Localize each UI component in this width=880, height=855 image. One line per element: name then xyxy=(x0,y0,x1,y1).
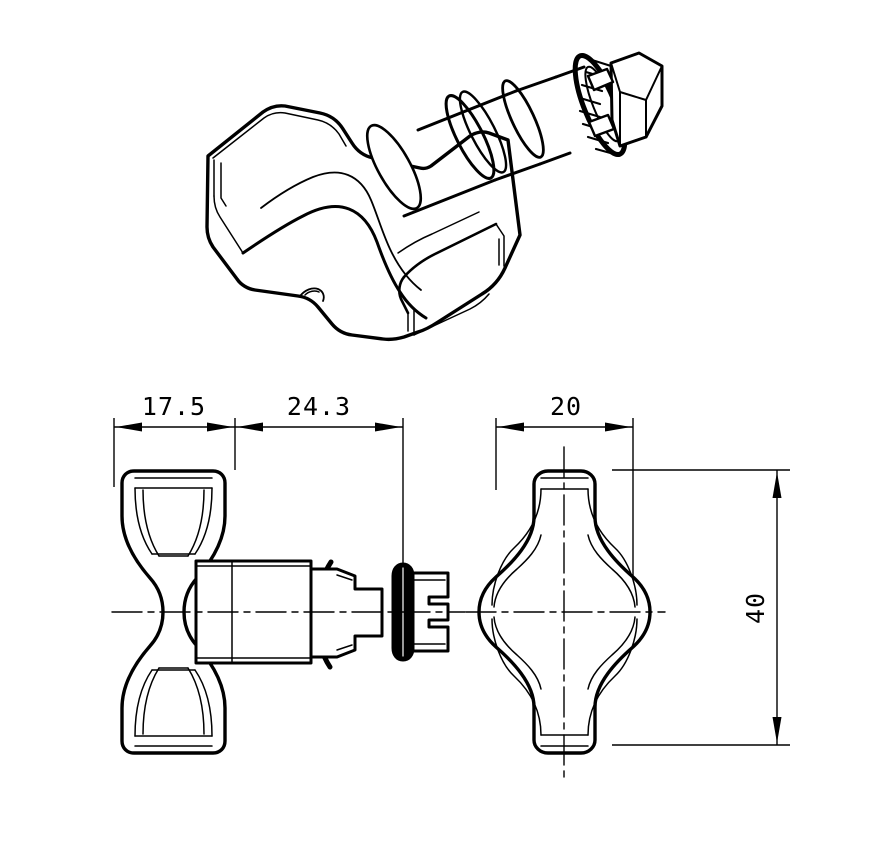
front-handle-right-taper-inner-low xyxy=(194,669,213,737)
end-view-left-inner-curve-low xyxy=(491,618,542,736)
end-view-right-inner-curve xyxy=(587,488,638,606)
iso-handle-saddle-curve-lower xyxy=(241,205,428,320)
iso-body-collar-end xyxy=(501,79,545,159)
front-stem-body xyxy=(194,559,313,665)
iso-handle-left-lobe-side xyxy=(213,195,244,254)
arrow-17-5-left xyxy=(116,422,142,432)
iso-body-top-edge xyxy=(416,89,518,132)
end-view-right-inner-curve-low xyxy=(587,618,638,736)
iso-body-left-face xyxy=(365,123,423,211)
iso-handle-lower-lobe-corner xyxy=(398,275,410,315)
front-handle-left-taper-inner xyxy=(134,487,153,555)
dim-label-20: 20 xyxy=(550,392,582,421)
isometric-view xyxy=(205,51,664,342)
iso-collar-top xyxy=(514,75,558,93)
iso-flange-collar-left-lower xyxy=(538,151,572,166)
arrow-20-right xyxy=(605,422,631,432)
arrow-17-5-right xyxy=(207,422,233,432)
end-view-right-inner-curve-low2 xyxy=(587,616,636,690)
front-handle-right-taper-inner2 xyxy=(187,489,205,557)
iso-body-ring-2 xyxy=(458,90,508,174)
iso-flange-tab-bottom xyxy=(587,113,616,138)
arrow-24-3-left xyxy=(237,422,263,432)
iso-flange-tab-top xyxy=(586,67,615,92)
dim-label-40: 40 xyxy=(741,592,770,624)
iso-flange-collar-left xyxy=(554,65,586,79)
front-neck-bot-line xyxy=(336,644,353,651)
end-view-left-inner-curve xyxy=(491,488,542,606)
iso-handle-left-inner-edge xyxy=(220,162,227,207)
arrow-20-left xyxy=(498,422,524,432)
iso-body-bottom-edge xyxy=(402,178,497,218)
dimension-group-end-vertical: 40 xyxy=(612,469,790,746)
iso-wing-handle-outline xyxy=(205,104,522,342)
iso-handle-lower-lobe-bottom-inner xyxy=(413,293,490,336)
dimension-group-front-horizontal: 17.5 24.3 xyxy=(113,392,404,570)
iso-collar-bottom xyxy=(493,162,542,182)
iso-handle-saddle-curve xyxy=(260,171,422,291)
arrow-40-bottom xyxy=(772,717,782,743)
iso-handle-top-left-face xyxy=(212,111,347,159)
front-handle-right-taper-inner xyxy=(194,487,213,555)
iso-body-ring-1 xyxy=(444,94,496,180)
front-handle-left-taper-inner-low2 xyxy=(142,667,160,735)
end-view-left-inner-curve2 xyxy=(493,534,542,608)
iso-handle-lower-lobe-top xyxy=(397,211,480,254)
front-neck-top-line xyxy=(336,574,353,581)
front-handle-left-taper-inner2 xyxy=(142,489,160,557)
arrow-40-top xyxy=(772,472,782,498)
end-view-left-inner-curve-low2 xyxy=(493,616,542,690)
dim-label-17-5: 17.5 xyxy=(142,392,206,421)
iso-hex-nut xyxy=(609,51,664,148)
dim-label-24-3: 24.3 xyxy=(287,392,351,421)
iso-handle-dimple-inner xyxy=(304,290,320,296)
iso-handle-lower-lobe-front-edge xyxy=(402,222,498,279)
side-end-view xyxy=(465,446,666,783)
iso-hex-nut-face-1 xyxy=(610,62,663,101)
front-handle-left-taper-inner-low xyxy=(134,669,153,737)
iso-handle-dimple xyxy=(299,287,325,302)
iso-handle-lower-lobe-right-edge xyxy=(495,223,505,267)
front-elevation-view xyxy=(111,469,466,755)
end-view-right-inner-curve2 xyxy=(587,534,636,608)
arrow-24-3-right xyxy=(375,422,401,432)
front-handle-right-taper-inner-low2 xyxy=(187,667,205,735)
